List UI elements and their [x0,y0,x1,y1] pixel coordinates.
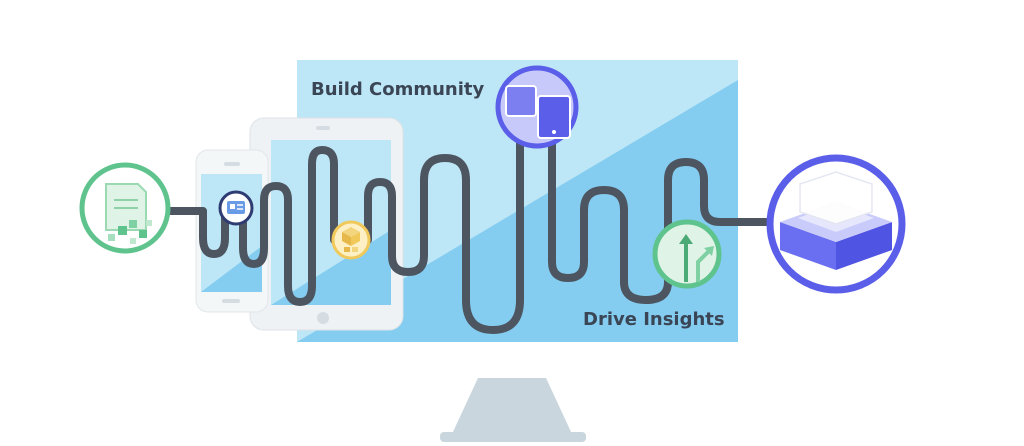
package-boxes-icon [331,220,371,260]
platform-cube-icon [766,154,906,294]
id-card-icon [218,190,254,226]
growth-arrows-icon [652,219,722,289]
document-grid-icon [79,162,171,254]
monitor-stand [440,378,586,442]
build-community-label: Build Community [311,79,485,100]
devices-icon [495,65,579,149]
winding-path [166,106,794,334]
drive-insights-label: Drive Insights [583,309,725,330]
